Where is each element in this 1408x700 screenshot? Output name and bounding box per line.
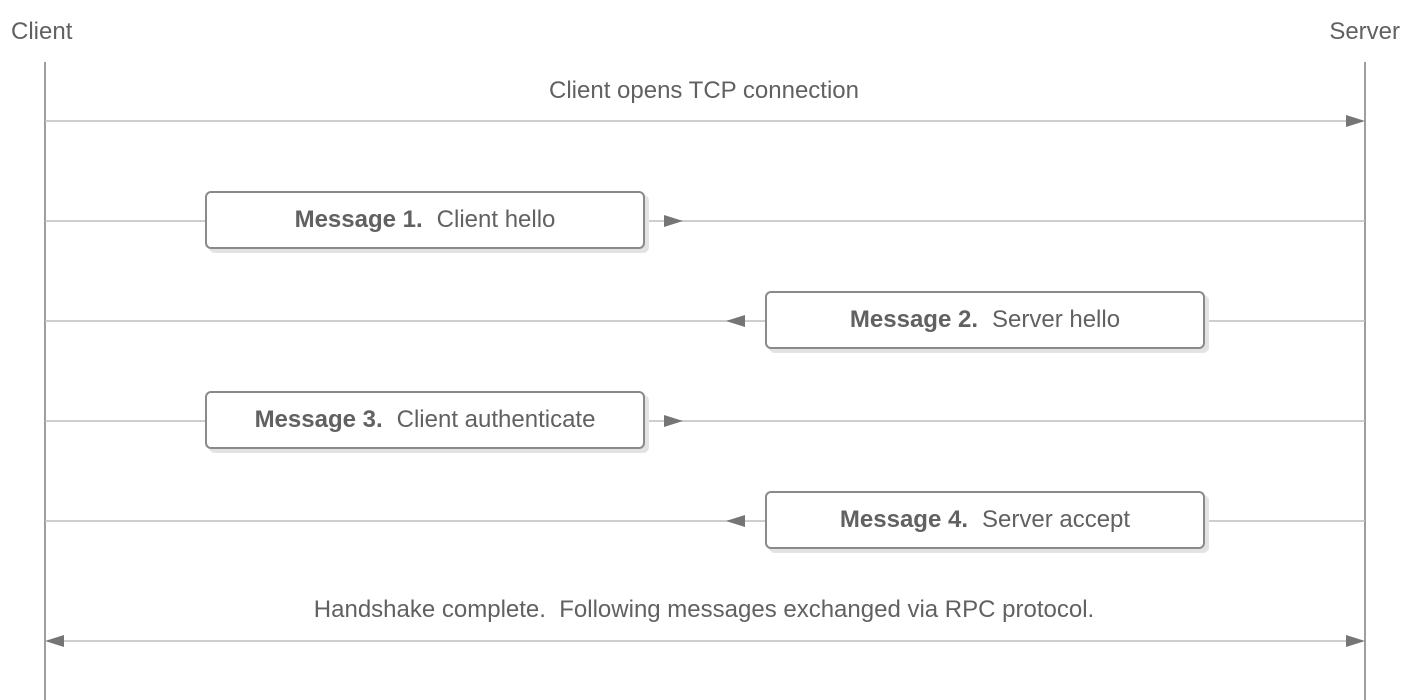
message-2-number: Message 2. <box>849 306 978 333</box>
message-4-box: Message 4. Server accept <box>765 491 1205 549</box>
closing-caption: Handshake complete. Following messages e… <box>313 596 1095 623</box>
message-1-box: Message 1. Client hello <box>205 191 645 249</box>
client-actor-label: Client <box>11 18 73 45</box>
message-3-number: Message 3. <box>254 406 383 433</box>
opening-arrowhead-icon <box>1346 115 1365 127</box>
message-3-box: Message 3. Client authenticate <box>205 391 645 449</box>
message-3-arrowhead-icon <box>664 415 683 427</box>
message-4-number: Message 4. <box>839 506 968 533</box>
opening-caption: Client opens TCP connection <box>549 77 859 104</box>
message-2-arrowhead-icon <box>726 315 745 327</box>
closing-right-arrowhead-icon <box>1346 635 1365 647</box>
message-4-text: Server accept <box>982 506 1131 533</box>
message-4-arrowhead-icon <box>726 515 745 527</box>
server-actor-label: Server <box>1329 18 1400 45</box>
message-2-box: Message 2. Server hello <box>765 291 1205 349</box>
message-1-number: Message 1. <box>294 206 423 233</box>
message-2-text: Server hello <box>992 306 1121 333</box>
message-3-text: Client authenticate <box>396 406 596 433</box>
closing-left-arrowhead-icon <box>45 635 64 647</box>
message-1-arrowhead-icon <box>664 215 683 227</box>
message-1-text: Client hello <box>436 206 556 233</box>
